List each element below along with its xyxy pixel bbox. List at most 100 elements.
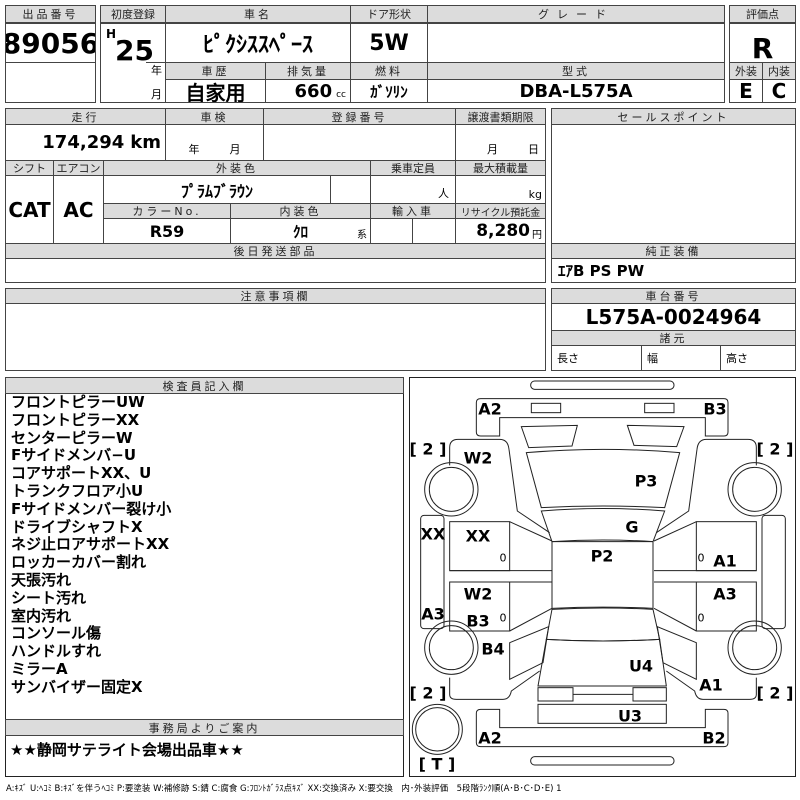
color-no-value: R59 xyxy=(103,218,231,244)
score-value: R xyxy=(729,23,796,63)
fuel-value: ｶﾞｿﾘﾝ xyxy=(350,79,428,103)
recycle-value: 8,280 xyxy=(476,221,530,241)
capacity-unit: 人 xyxy=(370,175,456,204)
displacement-value: 660 xyxy=(294,80,333,102)
mark-rear-panel: U3 xyxy=(617,706,643,726)
mark-fl-door: XX xyxy=(465,526,491,546)
lot-number: 89056 xyxy=(5,23,96,63)
car-outline xyxy=(411,380,786,766)
door-handle-mark: 0 xyxy=(499,551,507,565)
exterior-label: 外装 xyxy=(729,62,763,80)
lot-empty xyxy=(5,62,96,103)
mark-left-sill: XX xyxy=(420,524,446,544)
interior-color-cell: ｸﾛ 系 xyxy=(230,218,371,244)
first-reg-cell: H 25 年 月 xyxy=(100,23,166,103)
note: ハンドルすれ xyxy=(11,642,102,661)
interior-label: 内装 xyxy=(762,62,796,80)
load-label: 最大積載量 xyxy=(455,160,546,176)
car-name: ﾋﾟｸｼｽｽﾍﾟｰｽ xyxy=(165,23,351,63)
shift-value: CAT xyxy=(5,175,54,244)
import-cell-1 xyxy=(370,218,413,244)
reg-no-label: 登録番号 xyxy=(263,108,456,125)
fuel-label: 燃料 xyxy=(350,62,428,80)
note: フロントピラーUW xyxy=(11,393,145,411)
mark-rl-door-2: B3 xyxy=(466,611,490,631)
mark-fr-door: A1 xyxy=(713,551,737,571)
recycle-unit: 円 xyxy=(532,230,542,241)
model-label: 型式 xyxy=(427,62,725,80)
transfer-label: 譲渡書類期限 xyxy=(455,108,546,125)
later-parts-value xyxy=(5,258,546,283)
note: コンソール傷 xyxy=(11,624,102,643)
note: サンバイザー固定X xyxy=(11,677,143,696)
mark-rl-quarter: B4 xyxy=(481,639,505,659)
sales-point-value xyxy=(551,124,796,244)
interior-color-suffix: 系 xyxy=(357,230,367,241)
sales-point-label: セールスポイント xyxy=(551,108,796,125)
displacement-cell: 660 cc xyxy=(265,79,351,103)
note: Fサイドメンバ−U xyxy=(11,446,136,465)
mileage-unit: km xyxy=(130,132,161,153)
color-value: ﾌﾟﾗﾑﾌﾞﾗｳﾝ xyxy=(103,175,331,204)
damage-diagram xyxy=(409,377,796,777)
mark-rr-door: A3 xyxy=(713,584,737,604)
equipment-value: ｴｱB PS PW xyxy=(551,258,796,283)
month-unit: 月 xyxy=(151,88,162,101)
load-unit: kg xyxy=(455,175,546,204)
door-type: 5W xyxy=(350,23,428,63)
inspection-label: 車検 xyxy=(165,108,264,125)
note: センターピラーW xyxy=(11,428,133,447)
later-parts-label: 後日発送部品 xyxy=(5,243,546,259)
model-value: DBA-L575A xyxy=(427,79,725,103)
reg-year: 25 xyxy=(115,34,154,67)
office-message: ★★静岡サテライト会場出品車★★ xyxy=(10,741,244,759)
era: H xyxy=(106,27,117,41)
mark-left-rear-sill: A3 xyxy=(421,604,445,624)
shift-label: シフト xyxy=(5,160,54,176)
specs-label: 諸元 xyxy=(551,330,796,346)
mark-rear-left-bumper: A2 xyxy=(478,728,502,748)
width-label: 幅 xyxy=(641,345,721,371)
divider xyxy=(146,62,166,63)
first-reg-label: 初度登録 xyxy=(100,5,166,23)
color-no-label: カラーNo. xyxy=(103,203,231,219)
note: ミラーA xyxy=(11,659,68,678)
history-value: 自家用 xyxy=(165,79,266,103)
displacement-label: 排気量 xyxy=(265,62,351,80)
note: フロントピラーXX xyxy=(11,410,140,429)
inspection-year: 年 xyxy=(188,143,200,156)
transfer-month: 月 xyxy=(487,143,498,156)
mark-front-right-bumper: B3 xyxy=(703,399,727,419)
grade-value xyxy=(427,23,725,63)
mark-rl-tire: [ 2 ] xyxy=(409,683,447,703)
note: ドライブシャフトX xyxy=(11,517,143,536)
length-label: 長さ xyxy=(551,345,642,371)
mark-hood: P3 xyxy=(634,471,658,491)
ac-value: AC xyxy=(53,175,104,244)
mark-windshield: G xyxy=(625,517,639,537)
mark-front-left-bumper: A2 xyxy=(478,399,502,419)
door-handle-mark: 0 xyxy=(697,611,705,625)
caution-label: 注意事項欄 xyxy=(5,288,546,304)
inspector-panel xyxy=(5,377,404,777)
import-label: 輸入車 xyxy=(370,203,456,219)
equipment-label: 純正装備 xyxy=(551,243,796,259)
import-cell-2 xyxy=(412,218,456,244)
door-label: ドア形状 xyxy=(350,5,428,23)
grade-label: グレード xyxy=(427,5,725,23)
color-label: 外装色 xyxy=(103,160,371,176)
color-extra xyxy=(330,175,371,204)
transfer-day: 日 xyxy=(528,143,539,156)
recycle-cell: 8,280 円 xyxy=(455,218,546,244)
note: コアサポートXX、U xyxy=(11,464,152,483)
interior-color-value: ｸﾛ xyxy=(292,222,308,241)
mark-fr-tire: [ 2 ] xyxy=(756,439,794,459)
chassis-number: L575A-0024964 xyxy=(551,303,796,331)
score-label: 評価点 xyxy=(729,5,796,23)
mark-trunk: U4 xyxy=(628,656,654,676)
ac-label: エアコン xyxy=(53,160,104,176)
reg-no-value xyxy=(263,124,456,161)
mileage-value: 174,294 xyxy=(42,132,125,153)
transfer-cell: 月 日 xyxy=(455,124,546,161)
mileage-label: 走行 xyxy=(5,108,166,125)
